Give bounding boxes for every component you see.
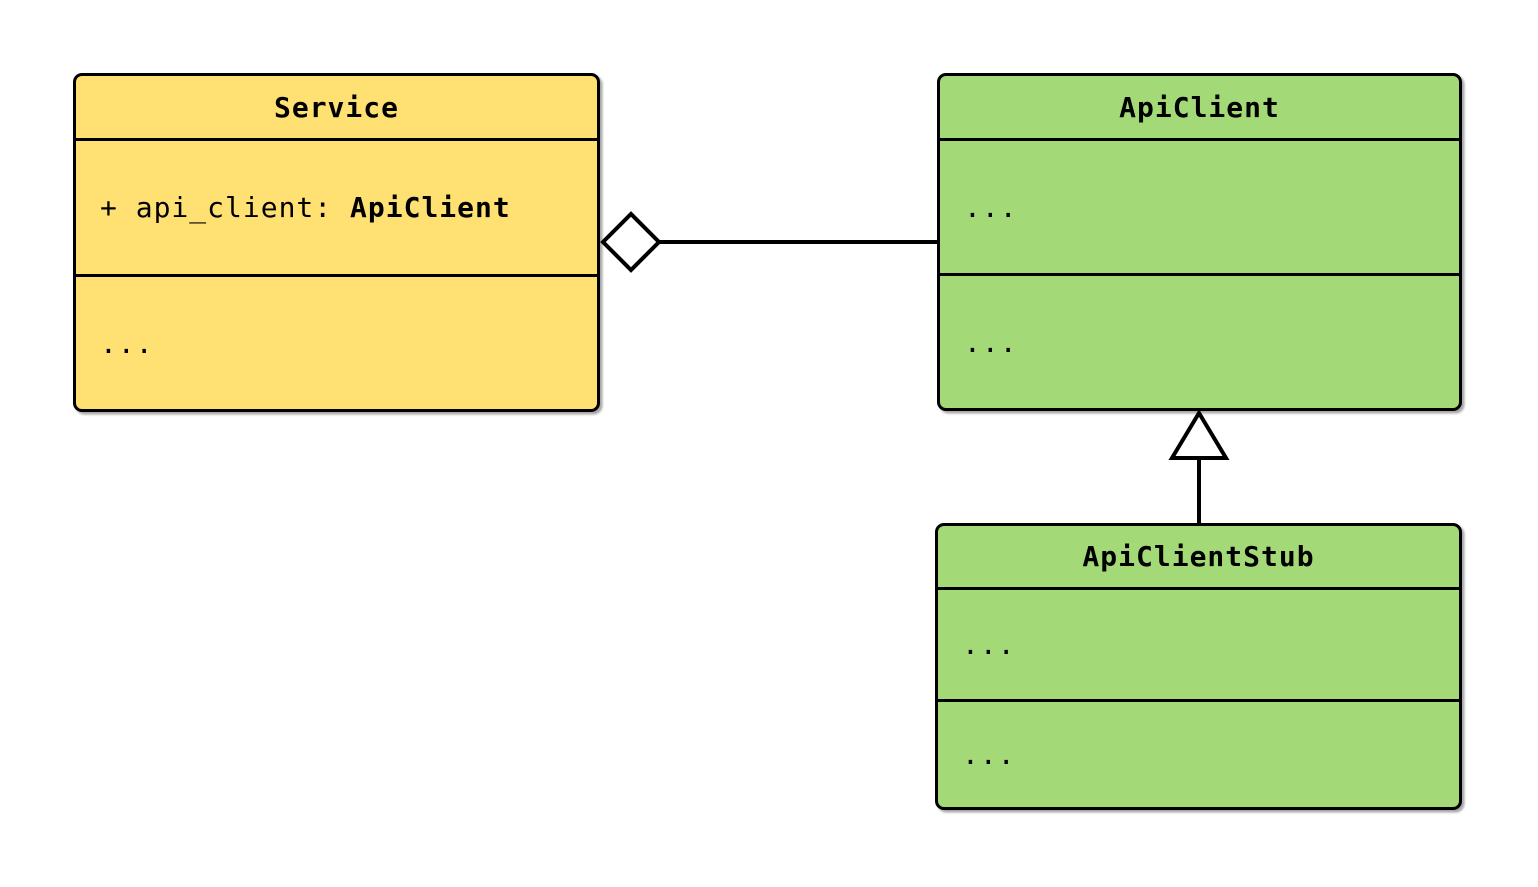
class-box-apiclient: ApiClient ... ... [937, 73, 1462, 411]
class-box-apiclientstub: ApiClientStub ... ... [935, 523, 1462, 810]
inheritance-triangle-icon [1168, 409, 1230, 460]
class-box-service: Service + api_client: ApiClient ... [73, 73, 600, 412]
attribute-prefix: + api_client: [100, 191, 351, 224]
class-apiclientstub-methods-section: ... [938, 702, 1459, 807]
class-apiclient-attributes-section: ... [940, 141, 1459, 276]
attributes-ellipsis: ... [964, 190, 1018, 224]
attribute-type: ApiClient [350, 191, 511, 224]
aggregation-diamond-icon [600, 211, 662, 273]
class-name-apiclientstub: ApiClientStub [938, 526, 1459, 590]
class-name-apiclient: ApiClient [940, 76, 1459, 141]
methods-ellipsis: ... [962, 738, 1016, 771]
attributes-ellipsis: ... [962, 628, 1016, 661]
class-apiclient-methods-section: ... [940, 276, 1459, 408]
attribute-api-client: + api_client: ApiClient [100, 191, 511, 224]
methods-ellipsis: ... [100, 326, 154, 360]
class-service-attributes-section: + api_client: ApiClient [76, 141, 597, 277]
class-service-methods-section: ... [76, 277, 597, 409]
class-name-service: Service [76, 76, 597, 141]
class-apiclientstub-attributes-section: ... [938, 590, 1459, 702]
methods-ellipsis: ... [964, 325, 1018, 359]
